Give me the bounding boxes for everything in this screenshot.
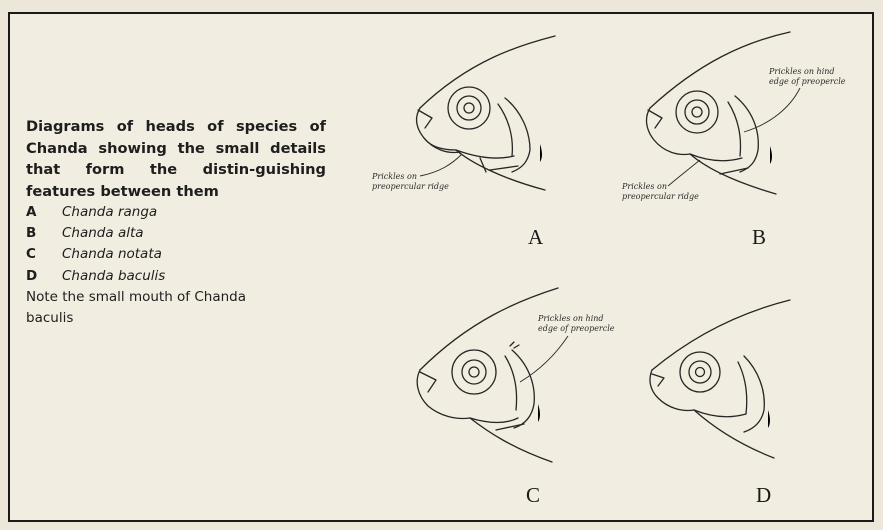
figure-letter-d: D (756, 483, 771, 507)
fish-head-d (650, 300, 790, 458)
fish-head-c (417, 288, 558, 462)
figure-letter-c: C (526, 483, 540, 507)
figure-letter-a: A (528, 225, 544, 249)
callout-a-line1: Prickles on (371, 172, 417, 181)
fish-head-b (647, 32, 790, 194)
callout-c-line1: Prickles on hind (537, 314, 604, 323)
callout-b-bottom-line1: Prickles on (621, 182, 667, 191)
callout-c-line2: edge of preopercle (538, 324, 615, 333)
fish-head-a (417, 36, 556, 190)
figure-letter-b: B (752, 225, 766, 249)
callout-a-line2: preopercular ridge (372, 182, 449, 191)
callout-b-top-line1: Prickles on hind (768, 67, 835, 76)
callout-b-top-line2: edge of preopercle (769, 77, 846, 86)
callout-b-bottom-line2: preopercular ridge (622, 192, 699, 201)
